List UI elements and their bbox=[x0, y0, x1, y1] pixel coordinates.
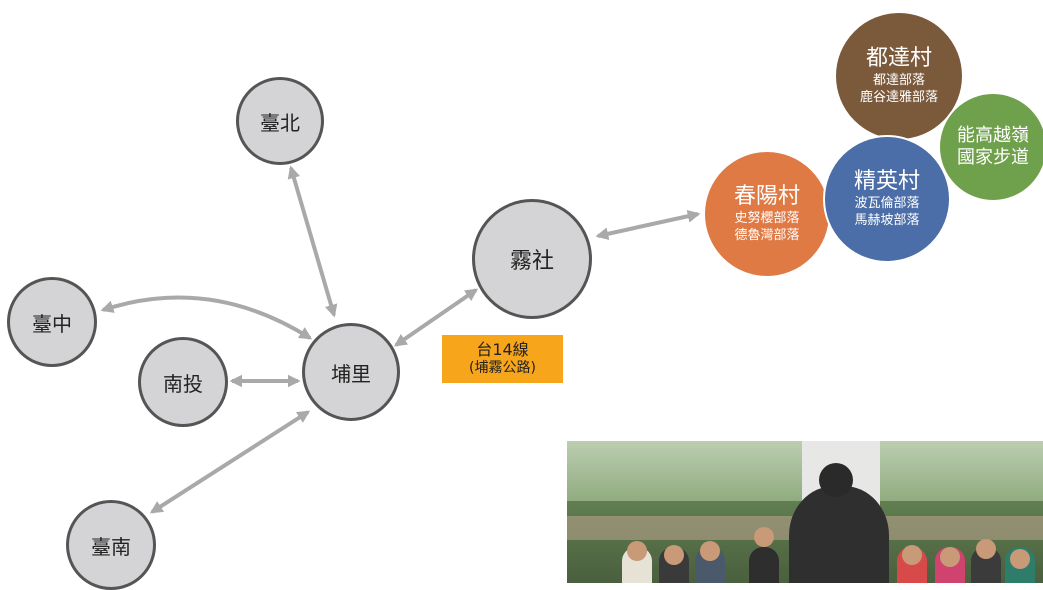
node-wushe-label: 霧社 bbox=[509, 249, 554, 274]
node-taipei-label: 臺北 bbox=[260, 110, 300, 135]
village-chunyang-title: 春陽村 bbox=[733, 184, 800, 209]
village-chunyang: 春陽村 史努櫻部落 德魯灣部落 bbox=[703, 150, 831, 278]
photo-person-head bbox=[754, 527, 774, 547]
arrow-wushe-chunyang bbox=[595, 209, 701, 241]
node-tainan-label: 臺南 bbox=[91, 534, 131, 559]
village-duda-title: 都達村 bbox=[865, 46, 932, 71]
node-nantou-label: 南投 bbox=[163, 371, 203, 396]
village-jingying: 精英村 波瓦倫部落 馬赫坡部落 bbox=[823, 135, 951, 263]
village-jingying-title: 精英村 bbox=[853, 169, 920, 194]
arrow-taichung-puli bbox=[100, 295, 313, 340]
photo-person-head bbox=[627, 541, 647, 561]
photo-statue-head bbox=[819, 463, 853, 497]
node-puli-label: 埔里 bbox=[331, 361, 371, 386]
group-photo bbox=[567, 441, 1043, 583]
photo-person-head bbox=[700, 541, 720, 561]
village-duda-tribe-1: 都達部落 bbox=[872, 73, 925, 88]
arrow-tainan-puli bbox=[149, 410, 311, 514]
photo-person-head bbox=[940, 547, 960, 567]
photo-statue bbox=[789, 486, 889, 583]
node-taipei: 臺北 bbox=[236, 77, 324, 165]
village-duda-tribe-2: 鹿谷達雅部落 bbox=[859, 90, 938, 105]
trail-nenggao-title-1: 能高越嶺 bbox=[957, 125, 1029, 146]
node-taichung-label: 臺中 bbox=[32, 311, 72, 336]
node-taichung: 臺中 bbox=[7, 277, 97, 367]
route-label-line2: (埔霧公路) bbox=[469, 360, 536, 376]
photo-person-head bbox=[976, 539, 996, 559]
trail-nenggao-title-2: 國家步道 bbox=[957, 147, 1029, 168]
node-nantou: 南投 bbox=[138, 337, 228, 427]
village-jingying-tribe-1: 波瓦倫部落 bbox=[854, 196, 920, 211]
village-chunyang-tribe-2: 德魯灣部落 bbox=[734, 228, 800, 243]
arrow-puli-wushe bbox=[393, 288, 479, 347]
village-jingying-tribe-2: 馬赫坡部落 bbox=[854, 213, 920, 228]
photo-person bbox=[749, 547, 779, 583]
node-puli: 埔里 bbox=[302, 323, 400, 421]
photo-person-head bbox=[902, 545, 922, 565]
photo-person-head bbox=[1010, 549, 1030, 569]
village-chunyang-tribe-1: 史努櫻部落 bbox=[734, 211, 800, 226]
trail-nenggao: 能高越嶺 國家步道 bbox=[938, 92, 1043, 202]
node-wushe: 霧社 bbox=[472, 199, 592, 319]
arrow-taipei-puli bbox=[287, 165, 338, 318]
node-tainan: 臺南 bbox=[66, 500, 156, 590]
route-label: 台14線 (埔霧公路) bbox=[442, 335, 563, 383]
photo-person-head bbox=[664, 545, 684, 565]
village-duda: 都達村 都達部落 鹿谷達雅部落 bbox=[834, 11, 964, 141]
route-label-line1: 台14線 bbox=[476, 340, 529, 359]
